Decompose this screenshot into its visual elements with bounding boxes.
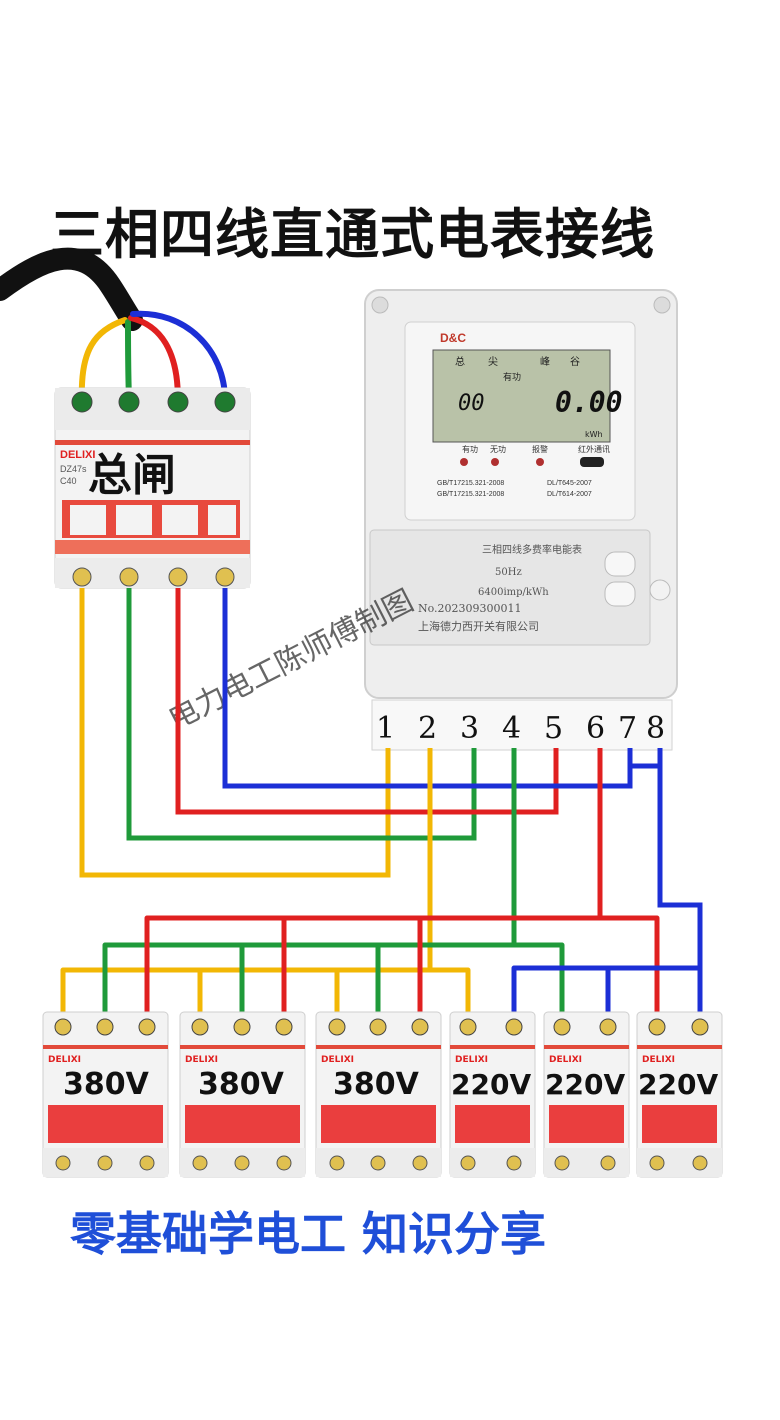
main-breaker-rating: C40 (60, 476, 77, 486)
svg-text:上海德力西开关有限公司: 上海德力西开关有限公司 (418, 619, 539, 633)
terminal-8: 8 (646, 711, 665, 746)
svg-text:No.202309300011: No.202309300011 (418, 602, 522, 615)
svg-text:红外通讯: 红外通讯 (578, 444, 610, 454)
svg-text:谷: 谷 (570, 356, 580, 368)
terminal-3: 3 (460, 711, 479, 746)
meter-lcd (432, 349, 611, 443)
meter-lcd-unit: kWh (585, 430, 603, 439)
svg-text:DELIXI: DELIXI (455, 1055, 488, 1065)
diagram-title: 三相四线直通式电表接线 (50, 203, 655, 266)
incoming-cable (0, 247, 143, 331)
branch-voltage-4: 220V (451, 1068, 531, 1101)
svg-text:报警: 报警 (532, 444, 548, 454)
branch-breakers: DELIXI 380V DELIXI 380V (42, 1011, 723, 1178)
incoming-phase-wires (78, 310, 228, 403)
svg-text:GB/T17215.321-2008: GB/T17215.321-2008 (437, 491, 504, 498)
branch-voltage-2: 380V (198, 1067, 285, 1102)
branch-breaker-220v-2: DELIXI 220V (543, 1011, 630, 1178)
svg-text:有功: 有功 (462, 444, 478, 454)
main-breaker: DELIXI DZ47s C40 总闸 (54, 387, 251, 589)
svg-text:无功: 无功 (490, 444, 506, 454)
terminal-7: 7 (618, 711, 637, 746)
svg-text:DELIXI: DELIXI (549, 1055, 582, 1065)
branch-voltage-6: 220V (638, 1068, 718, 1101)
meter-brand: D&C (440, 331, 466, 345)
branch-voltage-3: 380V (333, 1067, 420, 1102)
branch-breaker-380v-3: DELIXI 380V (315, 1011, 442, 1178)
svg-text:6400imp/kWh: 6400imp/kWh (478, 587, 549, 598)
branch-breaker-220v-1: DELIXI 220V (449, 1011, 536, 1178)
svg-text:DELIXI: DELIXI (185, 1055, 218, 1065)
terminal-1: 1 (376, 711, 395, 746)
terminal-6: 6 (586, 711, 605, 746)
main-breaker-brand: DELIXI (60, 449, 95, 461)
svg-text:DELIXI: DELIXI (321, 1055, 354, 1065)
terminal-5: 5 (544, 711, 563, 746)
branch-breaker-220v-3: DELIXI 220V (636, 1011, 723, 1178)
branch-voltage-1: 380V (63, 1067, 150, 1102)
meter-indicators: 有功 无功 报警 红外通讯 (462, 444, 610, 454)
main-breaker-model: DZ47s (60, 464, 87, 474)
terminal-4: 4 (502, 711, 521, 746)
distribution-buses (60, 915, 700, 1022)
meter-terminals: 1 2 3 4 5 6 7 8 (376, 711, 665, 746)
svg-text:DL/T614-2007: DL/T614-2007 (547, 491, 592, 498)
meter-lcd-left: 00 (458, 391, 485, 416)
branch-voltage-5: 220V (545, 1068, 625, 1101)
branch-breaker-380v-2: DELIXI 380V (179, 1011, 306, 1178)
svg-text:DELIXI: DELIXI (642, 1055, 675, 1065)
meter-lcd-reading: 0.00 (555, 386, 622, 419)
footer-caption: 零基础学电工 知识分享 (70, 1207, 547, 1261)
meter-lcd-status: 有功 (503, 371, 521, 383)
svg-text:三相四线多费率电能表: 三相四线多费率电能表 (482, 543, 582, 556)
branch-breaker-380v-1: DELIXI 380V (42, 1011, 169, 1178)
svg-text:峰: 峰 (540, 356, 550, 368)
svg-text:DL/T645-2007: DL/T645-2007 (547, 480, 592, 487)
svg-text:DELIXI: DELIXI (48, 1055, 81, 1065)
svg-text:GB/T17215.321-2008: GB/T17215.321-2008 (437, 480, 504, 487)
terminal-2: 2 (418, 711, 437, 746)
svg-text:50Hz: 50Hz (495, 567, 522, 578)
main-breaker-label: 总闸 (88, 450, 176, 501)
svg-text:总: 总 (455, 355, 465, 368)
svg-text:尖: 尖 (488, 355, 498, 368)
energy-meter: D&C 总 尖 峰 谷 有功 00 0.00 kWh 有功 无功 报警 红外通讯… (364, 289, 678, 751)
wires-from-meter (427, 748, 703, 1022)
